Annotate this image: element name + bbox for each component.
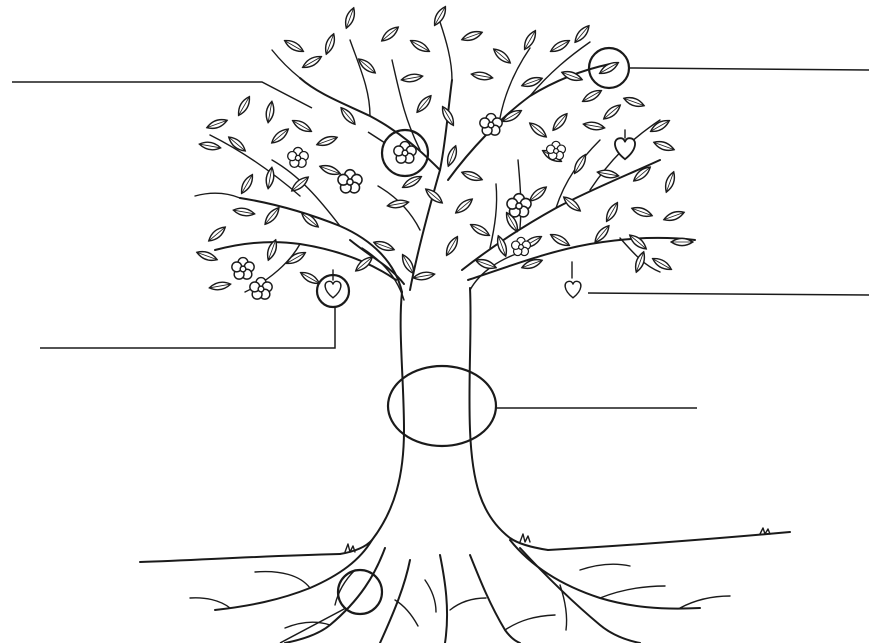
fruit-icon [615,138,635,159]
flower-icon [338,170,362,193]
fruit-leader-line [40,307,335,348]
callout-fruit-right [588,293,869,295]
callout-fruit-left [40,275,349,348]
flower-icon [232,258,254,280]
fruit-leader-line-right [588,293,869,295]
ground [140,528,790,562]
roots-callout-circle [338,570,382,614]
trunk [340,248,548,554]
flower-icon [250,278,272,300]
leaf-icon [598,59,620,76]
branch-leader-line [12,82,312,108]
fruits [325,130,635,298]
flower-icon [480,114,502,136]
callout-leaf [589,48,869,88]
callout-branch [12,82,312,108]
fruit-icon [565,281,581,298]
flower-icon [288,147,309,167]
flower-icon [547,141,566,159]
callout-roots [280,570,382,643]
flower-leader-stub [368,132,385,143]
fruit-icon [325,281,341,298]
callout-trunk [388,366,697,446]
leaf-leader-line [629,68,869,70]
flower-icon [507,194,531,217]
